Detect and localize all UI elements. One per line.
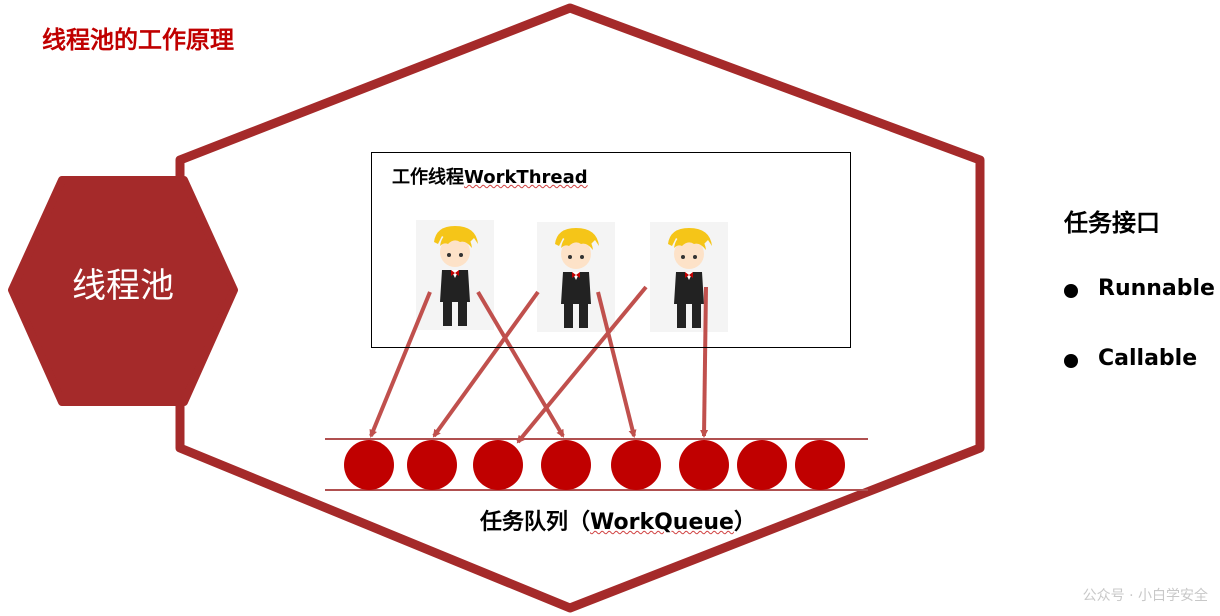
watermark: 公众号 · 小白学安全	[1082, 588, 1208, 604]
assignment-arrows	[369, 285, 709, 444]
arrow	[476, 290, 565, 438]
arrow	[596, 291, 637, 438]
worker-figure	[416, 220, 494, 330]
task-item	[737, 440, 787, 490]
interface-name: Callable	[1098, 346, 1198, 371]
task-item	[795, 440, 845, 490]
task-interface-list: Runnable Callable	[1064, 276, 1215, 416]
list-item: Runnable	[1064, 276, 1215, 346]
work-queue-label: 任务队列（WorkQueue）	[480, 504, 756, 536]
list-item: Callable	[1064, 346, 1215, 416]
bullet-icon	[1064, 284, 1078, 298]
arrow	[700, 286, 709, 438]
arrow	[432, 290, 540, 438]
worker-title-en: WorkThread	[464, 167, 588, 188]
pool-label: 线程池	[72, 266, 174, 306]
task-item	[407, 440, 457, 490]
task-queue	[344, 440, 845, 490]
queue-label-prefix: 任务队列（	[480, 510, 591, 535]
arrow	[369, 291, 432, 438]
worker-title-cn: 工作线程	[392, 167, 464, 188]
page-title: 线程池的工作原理	[42, 26, 234, 54]
task-item	[344, 440, 394, 490]
worker-figure	[650, 222, 728, 332]
task-item	[541, 440, 591, 490]
worker-thread-title: 工作线程WorkThread	[392, 163, 588, 189]
interface-name: Runnable	[1098, 276, 1215, 301]
arrow	[516, 285, 648, 444]
worker-thread-box: 工作线程WorkThread	[371, 152, 851, 348]
pool-hexagon	[8, 176, 238, 406]
queue-label-en: WorkQueue	[590, 510, 734, 535]
task-interface-title: 任务接口	[1064, 209, 1160, 237]
bullet-icon	[1064, 354, 1078, 368]
task-item	[611, 440, 661, 490]
task-item	[679, 440, 729, 490]
queue-label-suffix: ）	[733, 510, 756, 535]
task-item	[473, 440, 523, 490]
